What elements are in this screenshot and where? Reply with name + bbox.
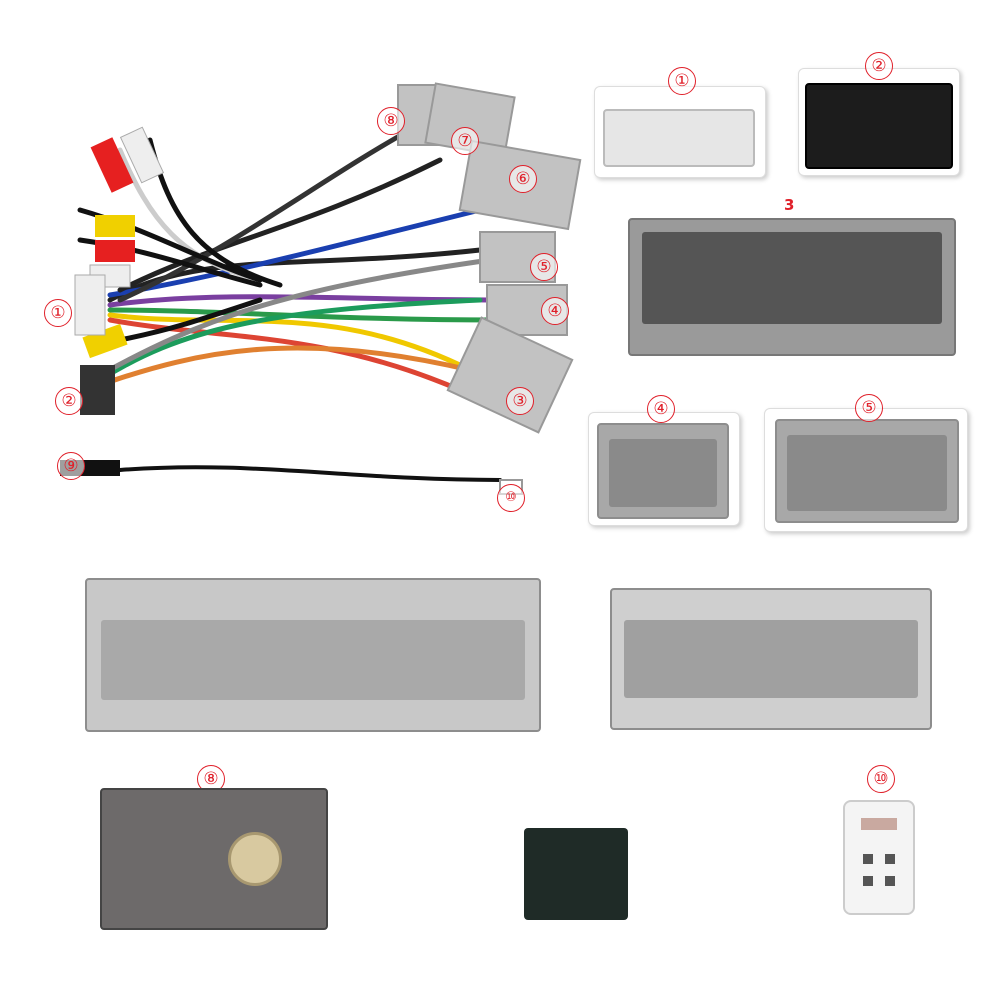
connector-1: [603, 109, 755, 167]
connector-3: [628, 218, 956, 356]
connector-5-frame: [764, 408, 968, 532]
connector-7-large: [610, 588, 932, 730]
connector-5: [775, 419, 959, 523]
connector-4: [597, 423, 729, 519]
label-4: ④: [541, 297, 569, 325]
connector-1-frame: [594, 86, 766, 178]
label-5: ⑤: [530, 253, 558, 281]
ferrite-block: [524, 828, 628, 920]
connector-4-frame: [588, 412, 740, 526]
connector-3-label: 3: [784, 196, 795, 214]
connector-4-label: ④: [647, 395, 675, 423]
connector-5-label: ⑤: [855, 394, 883, 422]
connector-2: [805, 83, 953, 169]
label-1: ①: [44, 299, 72, 327]
label-8: ⑧: [377, 107, 405, 135]
connector-2-frame: [798, 68, 960, 176]
connector-10-label: ⑩: [867, 765, 895, 793]
label-2: ②: [55, 387, 83, 415]
label-10: ⑩: [497, 484, 525, 512]
connector-1-label: ①: [668, 67, 696, 95]
connector-2-label: ②: [865, 52, 893, 80]
label-9: ⑨: [57, 452, 85, 480]
connector-10: [843, 800, 915, 915]
label-7: ⑦: [451, 127, 479, 155]
label-6: ⑥: [509, 165, 537, 193]
connector-6-large: [85, 578, 541, 732]
connector-8: [100, 788, 328, 930]
label-3: ③: [506, 387, 534, 415]
